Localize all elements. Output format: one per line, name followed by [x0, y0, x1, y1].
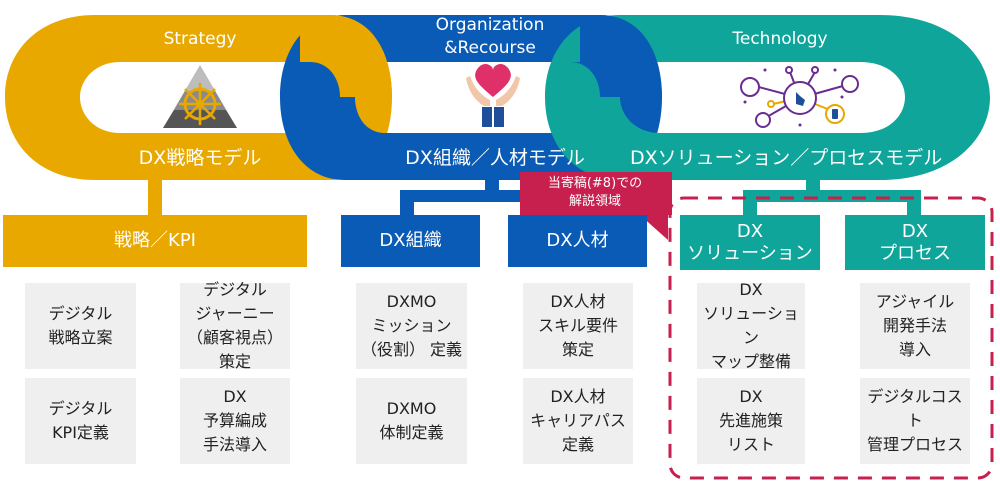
card-dx-advanced-measures: DX 先進施策 リスト	[697, 378, 805, 464]
network-touch-icon	[740, 66, 859, 128]
card-dxmo-mission: DXMO ミッション （役割） 定義	[356, 283, 467, 369]
callout-bubble	[520, 172, 672, 240]
technology-connector-bar	[743, 190, 921, 202]
callout-text-line1: 当寄稿(#8)での	[547, 176, 643, 191]
card-digital-kpi: デジタル KPI定義	[25, 378, 136, 464]
technology-ring-title: Technology	[732, 29, 828, 49]
organization-ring-title-line2: &Recourse	[444, 38, 536, 58]
organization-model-label: DX組織／人材モデル	[405, 147, 585, 169]
organization-ring-overlap	[570, 15, 662, 97]
card-digital-journey: デジタル ジャーニー （顧客視点） 策定	[180, 280, 290, 371]
card-dx-talent-skills: DX人材 スキル要件 策定	[523, 283, 633, 369]
technology-ring	[545, 15, 990, 180]
header-strategy-kpi: 戦略／KPI	[3, 215, 307, 267]
card-digital-strategy-planning: デジタル 戦略立案	[25, 283, 136, 369]
card-digital-cost-management: デジタルコスト 管理プロセス	[860, 378, 970, 464]
heart-hands-icon	[466, 64, 520, 127]
highlight-region-dashed-border	[668, 196, 994, 480]
card-dx-solution-map: DX ソリューション マップ整備	[697, 280, 805, 371]
strategy-model-label: DX戦略モデル	[138, 147, 262, 169]
card-dxmo-structure: DXMO 体制定義	[356, 378, 467, 464]
strategy-ring-title: Strategy	[163, 29, 237, 49]
technology-model-label: DXソリューション／プロセスモデル	[630, 147, 943, 169]
strategy-ring-overlap	[300, 15, 392, 97]
organization-connector-left	[400, 190, 414, 218]
card-dx-talent-career: DX人材 キャリアパス 定義	[523, 378, 633, 464]
card-agile-development: アジャイル 開発手法 導入	[860, 283, 970, 369]
card-dx-budgeting: DX 予算編成 手法導入	[180, 378, 290, 464]
pyramid-helm-icon	[163, 65, 237, 128]
header-dx-process: DX プロセス	[845, 215, 985, 270]
technology-connector-right	[907, 190, 921, 218]
callout-text-line2: 解説領域	[568, 194, 621, 209]
technology-connector-left	[743, 190, 757, 218]
header-dx-solution: DX ソリューション	[680, 215, 820, 270]
header-dx-organization: DX組織	[341, 215, 480, 267]
organization-ring-title-line1: Organization	[435, 15, 545, 35]
header-dx-talent: DX人材	[508, 215, 647, 267]
strategy-connector	[148, 178, 162, 218]
